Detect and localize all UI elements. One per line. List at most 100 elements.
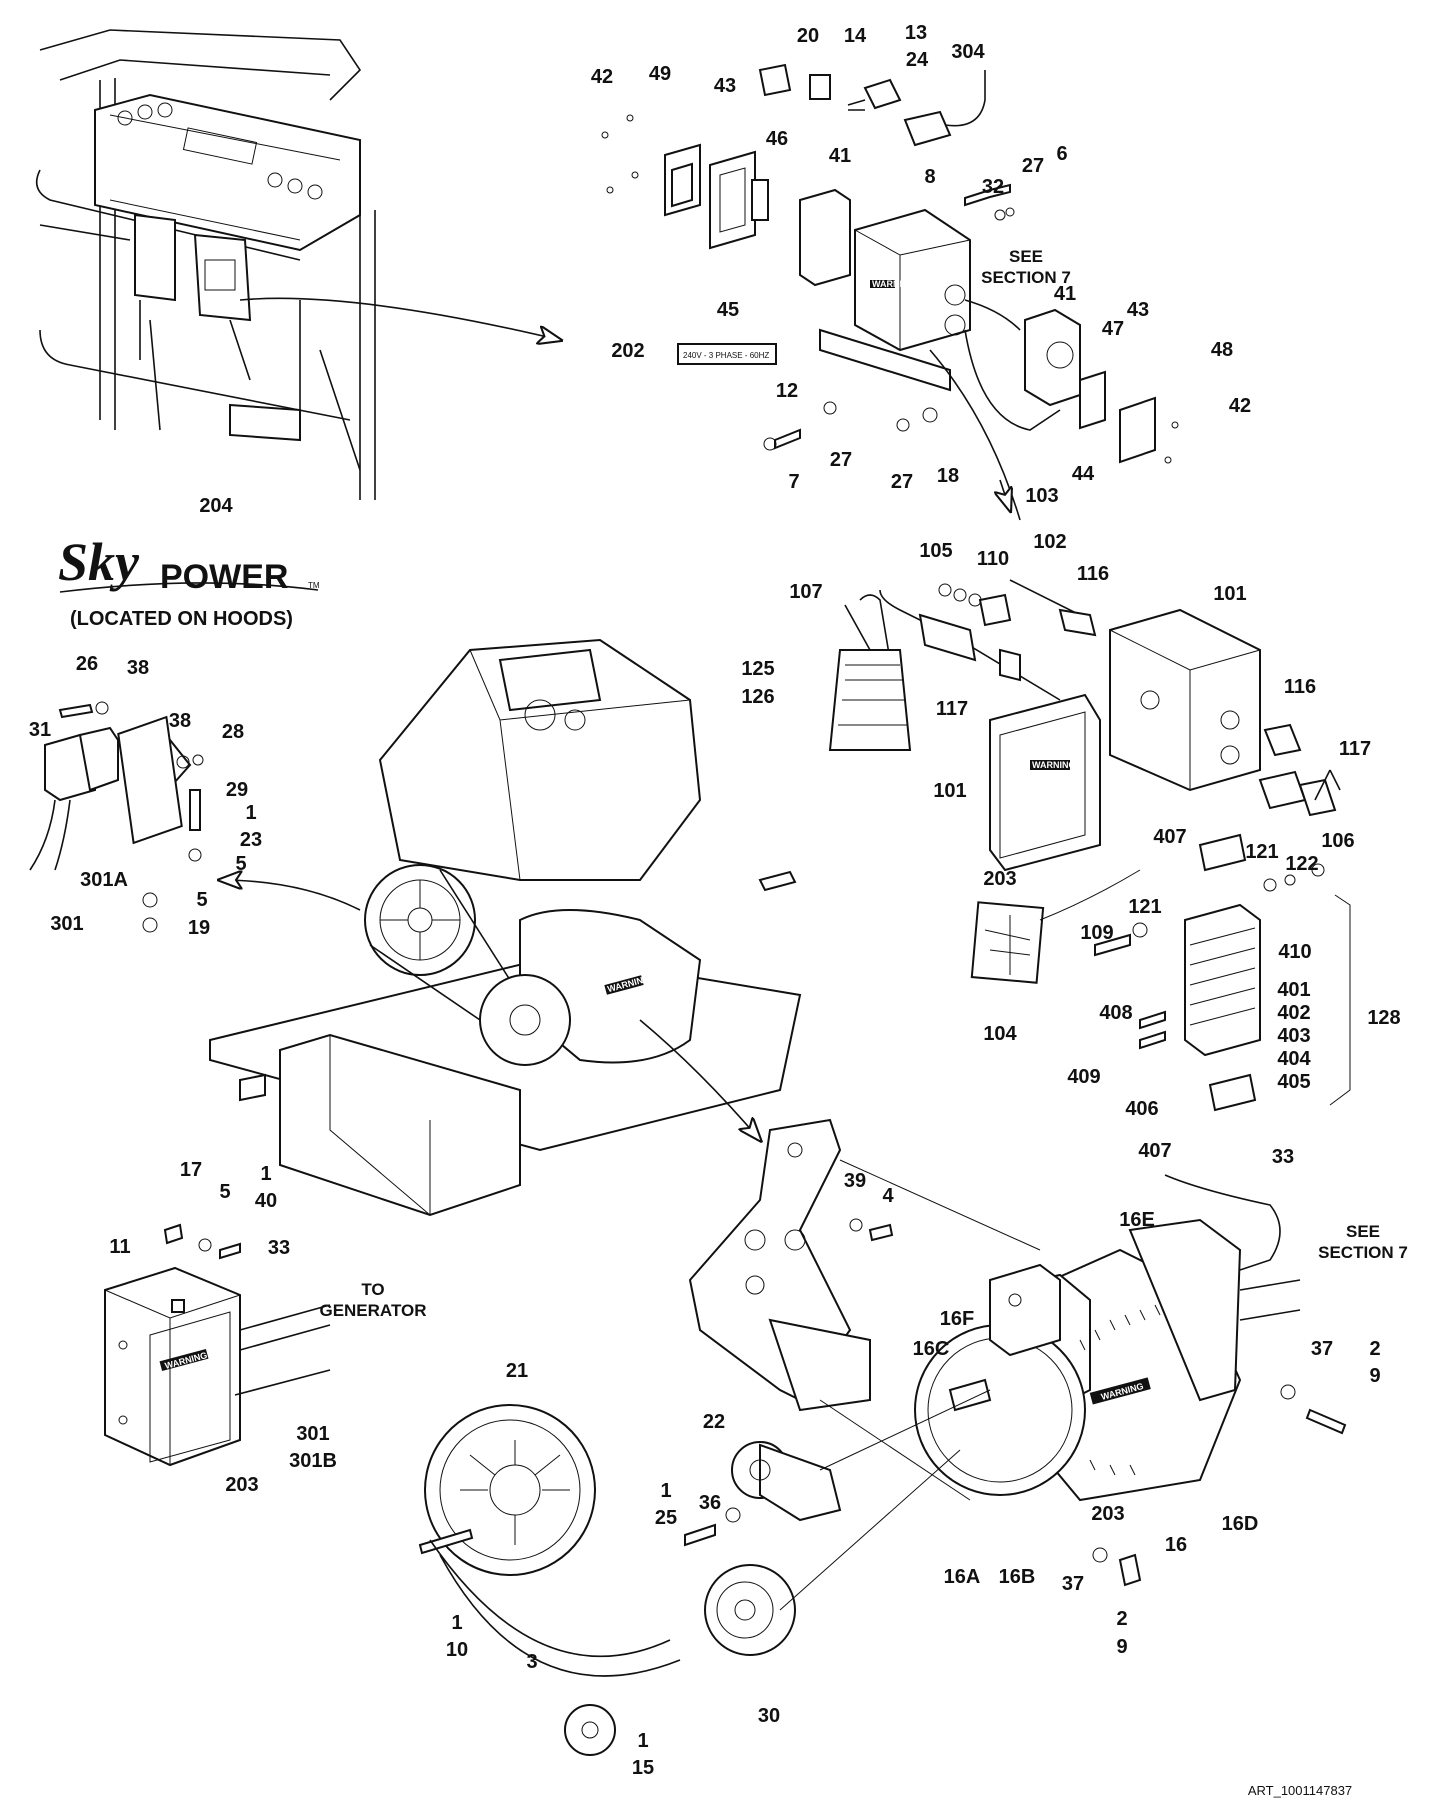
control-box-assembly: WARNING 240V - 3 PHASE - 60HZ — [601, 63, 1179, 521]
skypower-logo: Sky POWER TM (LOCATED ON HOODS) — [58, 532, 320, 630]
callout-116b: 116 — [1284, 676, 1316, 698]
callout-407: 407 — [1153, 826, 1186, 848]
callout-45: 45 — [717, 299, 739, 321]
callout-36: 36 — [699, 1492, 721, 1514]
callout-28: 28 — [222, 721, 244, 743]
callout-101b: 101 — [933, 780, 966, 802]
svg-text:SECTION 7: SECTION 7 — [1318, 1243, 1408, 1262]
callout-406: 406 — [1125, 1098, 1158, 1120]
to-generator-note: TO GENERATOR — [319, 1280, 426, 1320]
callout-407b: 407 — [1138, 1140, 1171, 1162]
callout-22: 22 — [703, 1411, 725, 1433]
svg-text:SEE: SEE — [1346, 1222, 1380, 1241]
engine-generator-assembly: WARNING — [209, 638, 802, 1217]
callout-16: 16 — [1165, 1534, 1187, 1556]
callout-2b: 2 — [1116, 1608, 1127, 1630]
callout-121: 121 — [1245, 841, 1278, 863]
callout-10: 10 — [446, 1639, 468, 1661]
callout-203: 203 — [983, 868, 1016, 890]
callout-5: 5 — [235, 853, 246, 875]
callout-33b: 33 — [1272, 1146, 1294, 1168]
brand-power: POWER — [160, 558, 288, 596]
callout-30: 30 — [758, 1705, 780, 1727]
art-number: ART_1001147837 — [1248, 1783, 1352, 1798]
voltage-decal-text: 240V - 3 PHASE - 60HZ — [683, 351, 769, 360]
callout-117b: 117 — [1339, 738, 1371, 760]
brand-tm: TM — [308, 581, 320, 590]
callout-121b: 121 — [1128, 896, 1161, 918]
callout-48: 48 — [1211, 339, 1233, 361]
warning-label-8: WARNING — [872, 279, 916, 289]
callout-49: 49 — [649, 63, 671, 85]
callout-116: 116 — [1077, 563, 1109, 585]
callout-128: 128 — [1367, 1007, 1400, 1029]
callout-41b: 41 — [1054, 283, 1076, 305]
callout-126: 126 — [741, 686, 774, 708]
callout-409: 409 — [1067, 1066, 1100, 1088]
voltage-decal — [677, 343, 777, 365]
callout-16F: 16F — [940, 1308, 974, 1330]
generator-exploded: WARNING — [418, 1118, 1347, 1756]
callout-405: 405 — [1277, 1071, 1310, 1093]
svg-text:GENERATOR: GENERATOR — [319, 1301, 426, 1320]
bracket-assembly — [29, 701, 361, 933]
callout-105: 105 — [919, 540, 952, 562]
callout-304: 304 — [951, 41, 985, 63]
callout-47: 47 — [1102, 318, 1124, 340]
callout-106: 106 — [1321, 830, 1354, 852]
callout-26: 26 — [76, 653, 98, 675]
callout-103: 103 — [1025, 485, 1058, 507]
electrical-box-11: WARNING — [104, 1223, 331, 1467]
machine-frame-illustration — [35, 29, 560, 500]
callout-37b: 37 — [1062, 1573, 1084, 1595]
callout-43b: 43 — [1127, 299, 1149, 321]
callout-301: 301 — [50, 913, 83, 935]
brand-sky: Sky — [58, 532, 140, 592]
callout-5c: 5 — [219, 1181, 230, 1203]
callout-104: 104 — [983, 1023, 1017, 1045]
callout-408: 408 — [1099, 1002, 1132, 1024]
callout-12: 12 — [776, 380, 798, 402]
callout-42b: 42 — [1229, 395, 1251, 417]
callout-27: 27 — [1022, 155, 1044, 177]
callout-14: 14 — [844, 25, 867, 47]
callout-41: 41 — [829, 145, 851, 167]
section-note-bottom: SEE SECTION 7 — [1318, 1222, 1408, 1262]
callout-4: 4 — [882, 1185, 894, 1207]
callout-32: 32 — [982, 176, 1004, 198]
callout-3: 3 — [526, 1651, 537, 1673]
callout-5b: 5 — [196, 889, 207, 911]
callout-16C: 16C — [913, 1338, 950, 1360]
callout-16B: 16B — [999, 1566, 1036, 1588]
callout-46: 46 — [766, 128, 788, 150]
callout-29: 29 — [226, 779, 248, 801]
callout-1e: 1 — [637, 1730, 648, 1752]
callout-21: 21 — [506, 1360, 528, 1382]
callout-1b: 1 — [260, 1163, 271, 1185]
callout-27b: 27 — [830, 449, 852, 471]
callout-117: 117 — [936, 698, 968, 720]
callout-401: 401 — [1277, 979, 1310, 1001]
callout-31: 31 — [29, 719, 51, 741]
callout-1c: 1 — [660, 1480, 671, 1502]
callout-1: 1 — [245, 802, 256, 824]
callout-25: 25 — [655, 1507, 677, 1529]
callout-27c: 27 — [891, 471, 913, 493]
callout-39: 39 — [844, 1170, 866, 1192]
callout-1d: 1 — [451, 1612, 462, 1634]
callout-24: 24 — [906, 49, 929, 71]
callout-9: 9 — [1369, 1365, 1380, 1387]
callout-38b: 38 — [169, 710, 191, 732]
callout-11: 11 — [109, 1236, 130, 1258]
callout-40: 40 — [255, 1190, 277, 1212]
svg-text:TO: TO — [361, 1280, 384, 1299]
callout-101: 101 — [1213, 583, 1246, 605]
callout-301-bottom: 301 — [296, 1423, 329, 1445]
wiring-decal — [970, 901, 1045, 984]
callout-109: 109 — [1080, 922, 1113, 944]
callout-18: 18 — [937, 465, 959, 487]
callout-301B: 301B — [289, 1450, 337, 1472]
callout-19: 19 — [188, 917, 210, 939]
callout-107: 107 — [789, 581, 822, 603]
callout-402: 402 — [1277, 1002, 1310, 1024]
